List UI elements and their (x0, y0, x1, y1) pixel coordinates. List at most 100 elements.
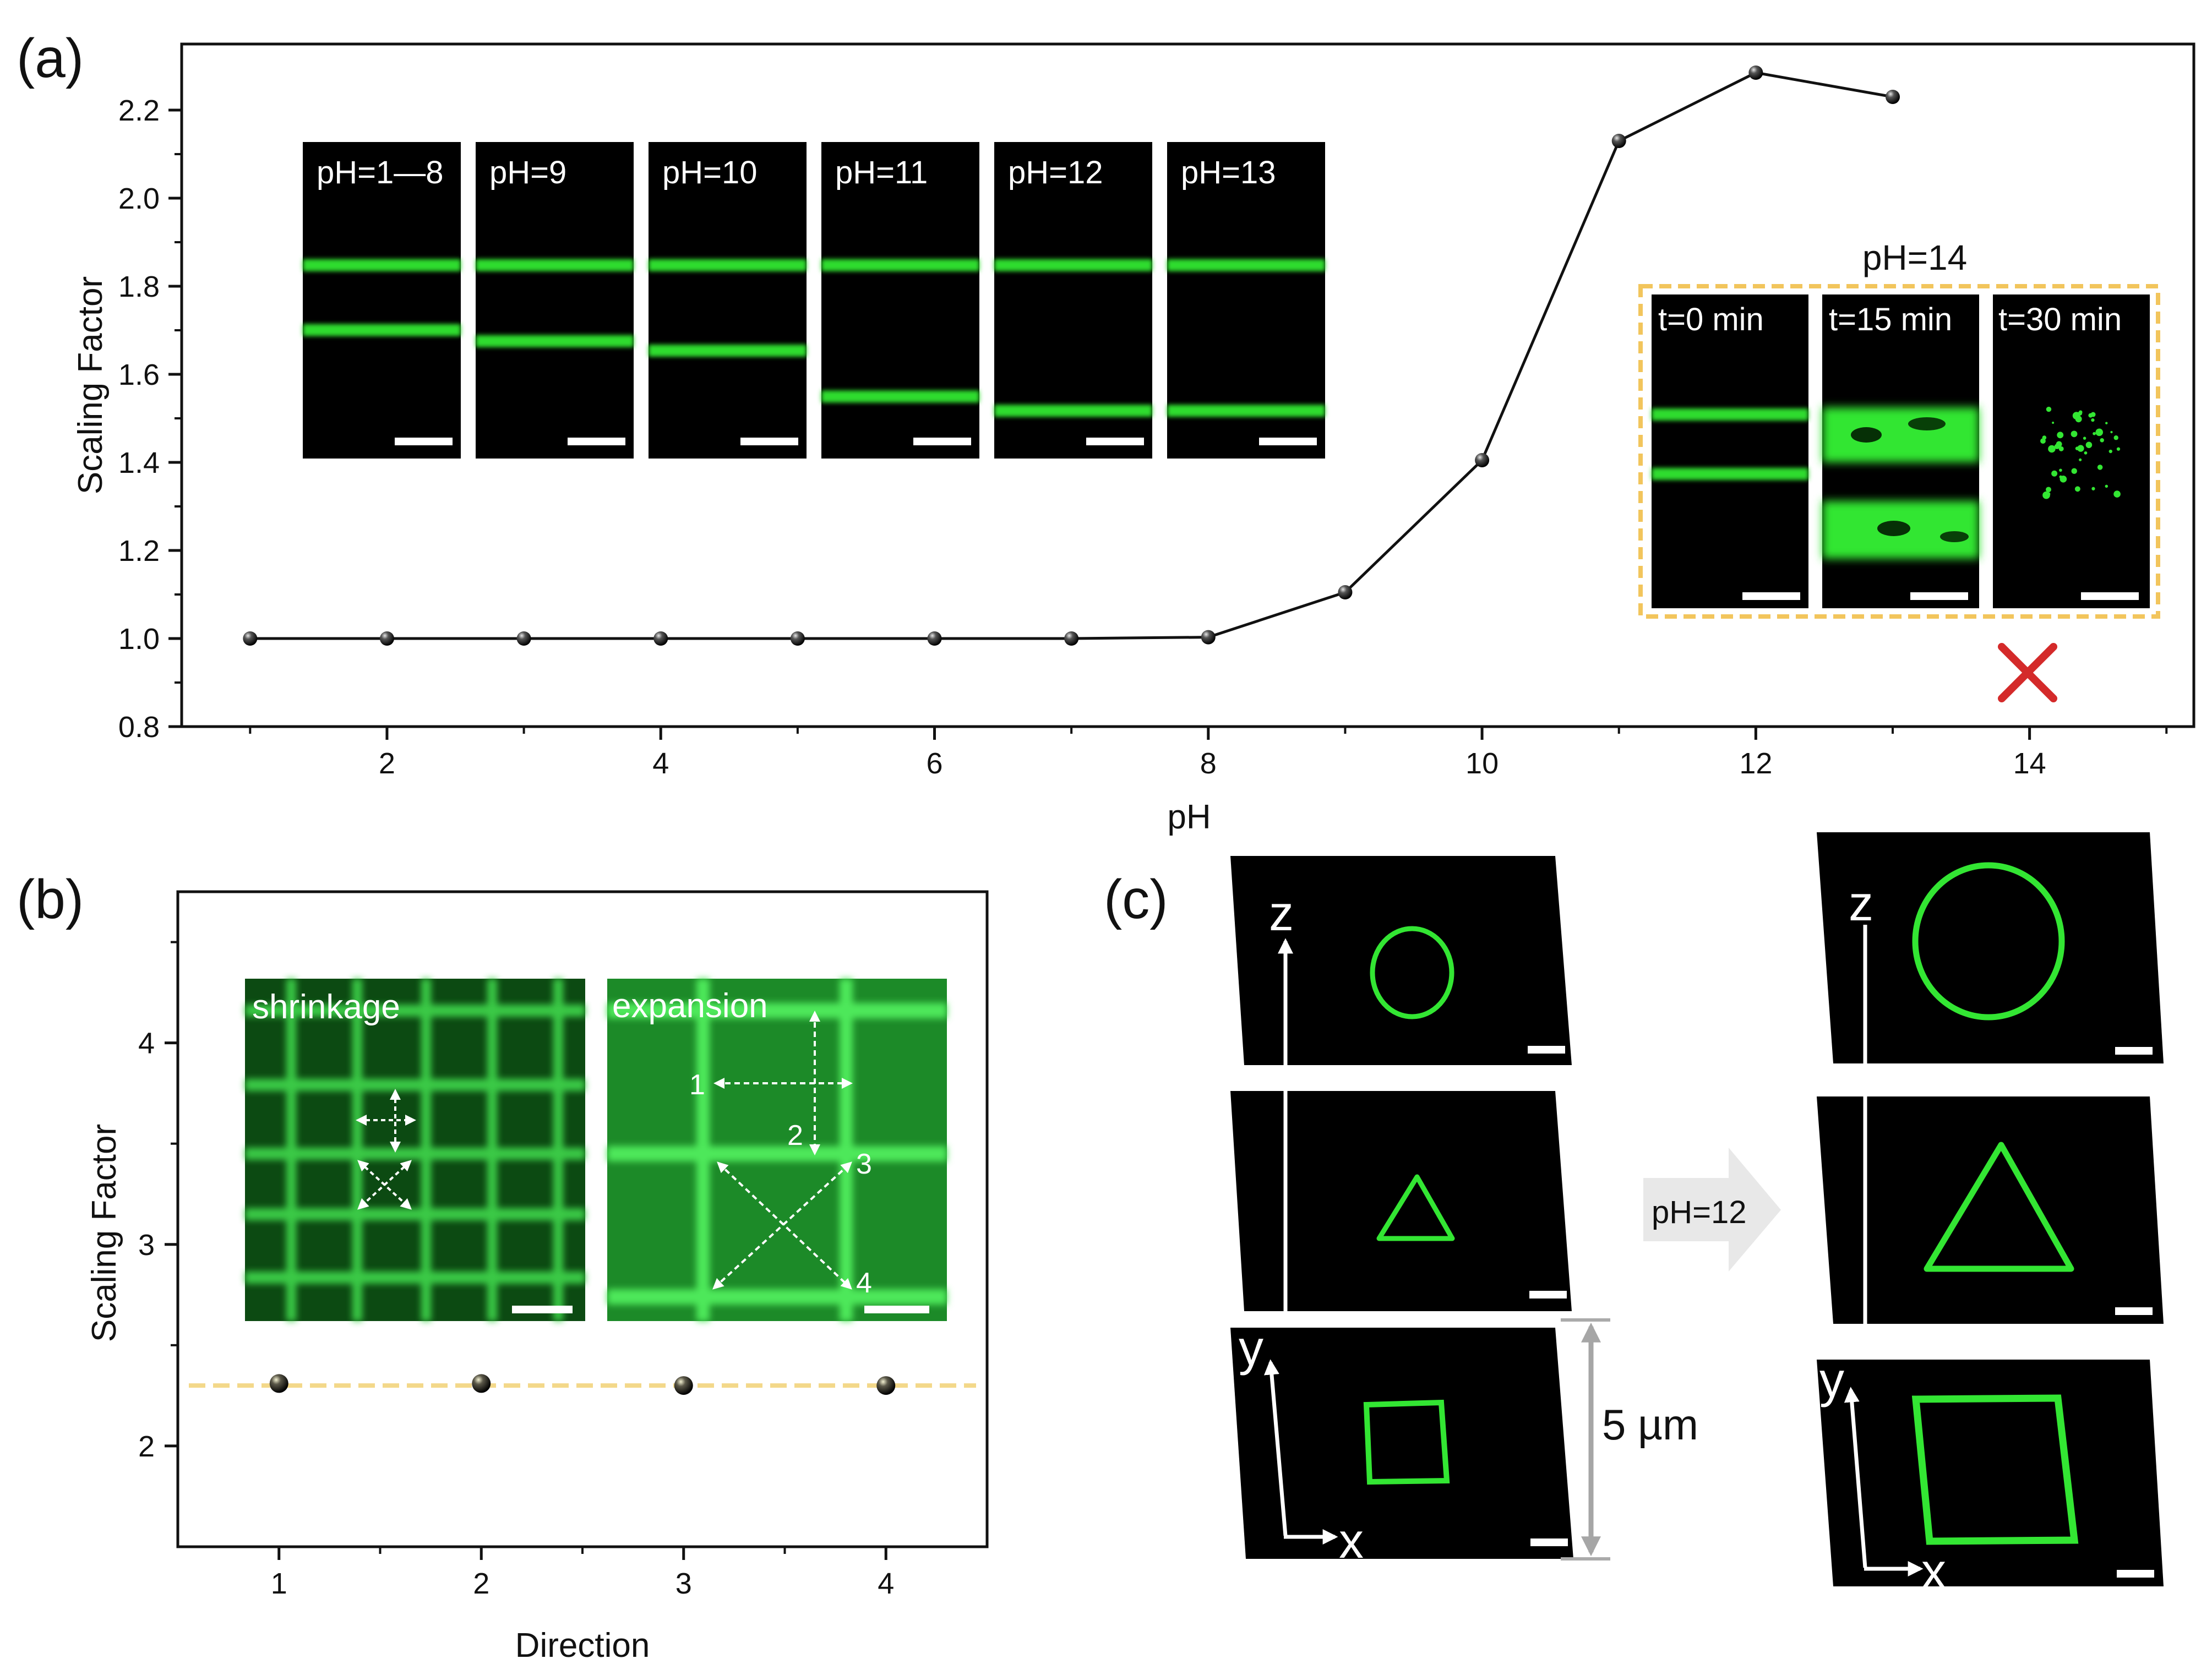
debris-dot (2097, 465, 2103, 470)
debris-dot (2046, 487, 2051, 493)
expansion-inset: 1 2 3 4 expansion (607, 979, 947, 1321)
x-tick-label: 10 (1465, 747, 1499, 780)
scale-bar (512, 1306, 573, 1313)
square-structure (1911, 1394, 2079, 1545)
layer-frame-top (1230, 856, 1572, 1065)
x-tick-label: 12 (1739, 747, 1772, 780)
debris-dot (2110, 430, 2113, 434)
transition-label: pH=12 (1652, 1194, 1747, 1230)
debris-dot (2077, 445, 2084, 452)
plot-frame-a (180, 42, 2195, 728)
debris-dot (2057, 432, 2064, 439)
scale-bar (1910, 592, 1968, 600)
grating-line (649, 345, 807, 357)
debris-dot (2074, 486, 2080, 492)
data-point (472, 1374, 491, 1393)
grating-line (994, 259, 1152, 271)
x-axis-label-c: x (1339, 1514, 1364, 1569)
debris-dot (2105, 422, 2108, 424)
grating-line (994, 405, 1152, 417)
debris-dot (2083, 437, 2086, 440)
data-point (1064, 631, 1079, 646)
grating-line (1167, 259, 1325, 271)
scale-bar (395, 438, 453, 445)
ph14-dashed-box (1638, 284, 2160, 619)
grating-line (649, 259, 807, 271)
y-axis-label-c: y (1819, 1353, 1844, 1408)
y-tick-label: 1.6 (118, 358, 160, 391)
data-point (379, 631, 394, 646)
debris-dot (2046, 492, 2051, 496)
y-axis-label-a: Scaling Factor (72, 276, 110, 494)
scale-bar (740, 438, 798, 445)
y-tick-label: 3 (138, 1229, 155, 1262)
y-tick-label: 2 (138, 1430, 155, 1463)
data-points-a (243, 66, 1900, 646)
x-tick-label: 6 (926, 747, 942, 780)
x-tick-label: 4 (878, 1567, 894, 1600)
debris-dot (2113, 435, 2118, 440)
grating-line (476, 259, 634, 271)
x-tick-label: 3 (675, 1567, 692, 1600)
layer-frame-top (1817, 832, 2164, 1063)
y-tick-label: 1.4 (118, 446, 160, 479)
ph-inset: pH=12 (994, 142, 1152, 459)
data-point (1611, 134, 1626, 148)
layer-frame-middle (1817, 1096, 2164, 1324)
y-axis-arrow (1263, 1359, 1288, 1536)
debris-dot (2052, 421, 2055, 424)
ph-inset: pH=9 (476, 142, 634, 459)
inset-background (649, 142, 807, 459)
triangle-structure (1924, 1142, 2074, 1272)
scale-bar (864, 1306, 929, 1313)
grating-line (821, 390, 979, 403)
ph-inset: pH=11 (821, 142, 979, 459)
ph14-inset-group: pH=14 t=0 min t=15 min (1638, 238, 2160, 702)
inset-label-expansion: expansion (612, 987, 768, 1025)
data-points-b (269, 1374, 896, 1395)
data-point (674, 1376, 693, 1395)
shrinkage-inset: shrinkage (245, 979, 585, 1321)
data-point (927, 631, 942, 646)
ph14-frame-label: t=15 min (1829, 302, 1952, 337)
scale-bar (2117, 1570, 2154, 1578)
ph-inset-label: pH=10 (662, 155, 758, 190)
debris-dot (2100, 438, 2104, 443)
y-tick-label: 1.2 (118, 534, 160, 568)
panel-b-label: (b) (17, 869, 84, 930)
fluorescent-debris (2040, 406, 2121, 499)
x-tick-label: 14 (2013, 747, 2046, 780)
debris-dot (2116, 447, 2121, 451)
data-point (1338, 585, 1353, 599)
data-point (269, 1374, 288, 1393)
scale-bar (1528, 1046, 1565, 1054)
debris-dot (2075, 446, 2079, 451)
x-tick-label: 8 (1200, 747, 1217, 780)
y-tick-label: 4 (138, 1027, 155, 1060)
data-point (516, 631, 531, 646)
z-axis-label: z (1269, 886, 1294, 941)
debris-dot (2093, 432, 2096, 435)
x-tick-label: 4 (652, 747, 669, 780)
y-tick-label: 2.0 (118, 182, 160, 215)
square-structure (1363, 1399, 1450, 1485)
direction-label-4: 4 (856, 1267, 872, 1299)
ph-inset-label: pH=12 (1008, 155, 1103, 190)
debris-dot (2085, 441, 2093, 449)
x-axis-label-c: x (1921, 1544, 1946, 1599)
scale-bar (1086, 438, 1144, 445)
data-point (1475, 453, 1490, 467)
layer-frame-bottom (1817, 1360, 2164, 1586)
inset-label-shrinkage: shrinkage (252, 988, 400, 1026)
scale-bar (1530, 1538, 1568, 1546)
scale-bar (2081, 592, 2139, 600)
grating-line (303, 324, 461, 336)
debris-dot (2071, 430, 2078, 438)
x-axis-label-b: Direction (515, 1627, 650, 1665)
ph-inset-label: pH=11 (835, 155, 928, 190)
expand-arrow-4 (717, 1161, 852, 1290)
ph-inset: pH=1—8 (303, 142, 461, 459)
